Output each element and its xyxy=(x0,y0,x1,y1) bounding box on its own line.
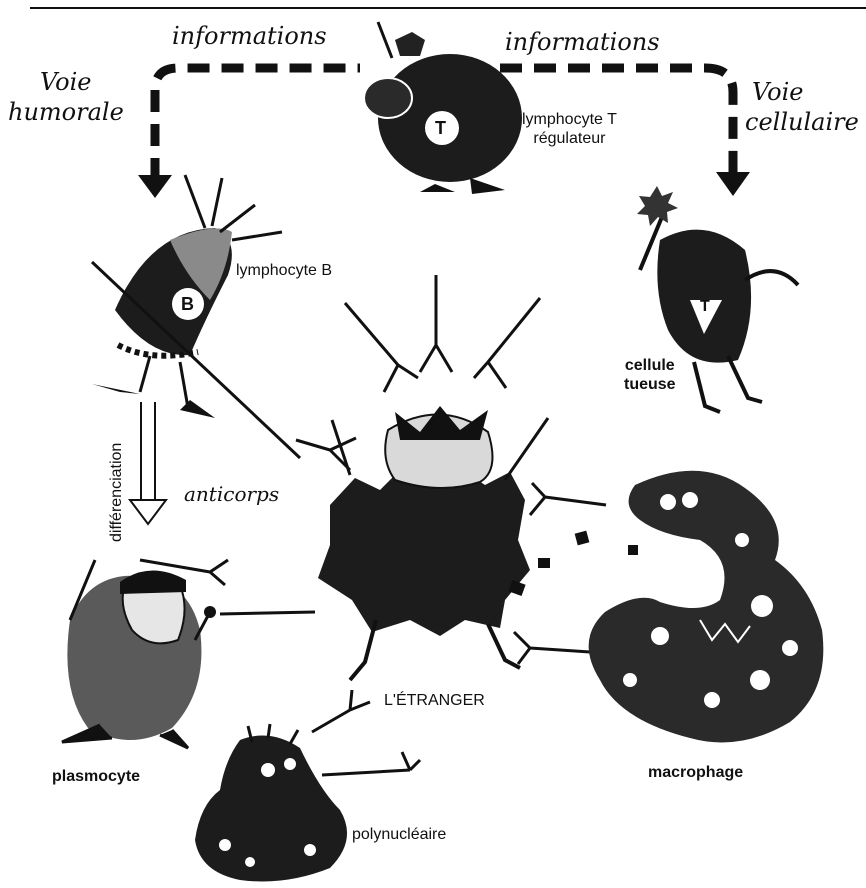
lymphocyte-t-label-line1: lymphocyte T xyxy=(522,110,617,129)
cellule-tueuse-label: cellule tueuse xyxy=(624,356,676,394)
lymphocyte-t-label-line2: régulateur xyxy=(522,129,617,148)
polynucleaire-label: polynucléaire xyxy=(352,826,446,844)
plasmocyte-figure xyxy=(62,560,216,748)
informations-left-annotation: informations xyxy=(172,22,327,50)
lymphocyte-t-regulateur-label: lymphocyte T régulateur xyxy=(522,110,617,148)
cellular-arrow-head xyxy=(716,172,750,196)
lymphocyte-b-figure xyxy=(92,175,300,458)
badge-t-tueuse: T xyxy=(700,298,710,316)
etranger-label: L'ÉTRANGER xyxy=(384,692,485,710)
humoral-arrow-head xyxy=(138,175,172,198)
voie-cellulaire-line1: Voie xyxy=(752,78,803,106)
differenciation-label: différenciation xyxy=(108,443,126,542)
lymphocyte-b-label: lymphocyte B xyxy=(236,262,332,280)
anticorps-annotation: anticorps xyxy=(184,482,279,506)
differentiation-arrow xyxy=(130,402,166,524)
lymphocyte-t-regulator-figure xyxy=(364,22,522,194)
macrophage-label: macrophage xyxy=(648,764,743,782)
voie-humorale-line2: humorale xyxy=(8,98,124,126)
plasmocyte-label: plasmocyte xyxy=(52,768,140,786)
cellule-tueuse-label-line1: cellule xyxy=(624,356,676,375)
badge-t-regulateur: T xyxy=(435,118,446,139)
polynucleaire-figure xyxy=(195,724,347,882)
cellule-tueuse-label-line2: tueuse xyxy=(624,375,676,394)
macrophage-figure xyxy=(589,471,824,743)
voie-humorale-line1: Voie xyxy=(40,68,91,96)
voie-cellulaire-line2: cellulaire xyxy=(745,108,859,136)
badge-b: B xyxy=(181,294,194,315)
informations-right-annotation: informations xyxy=(505,28,660,56)
